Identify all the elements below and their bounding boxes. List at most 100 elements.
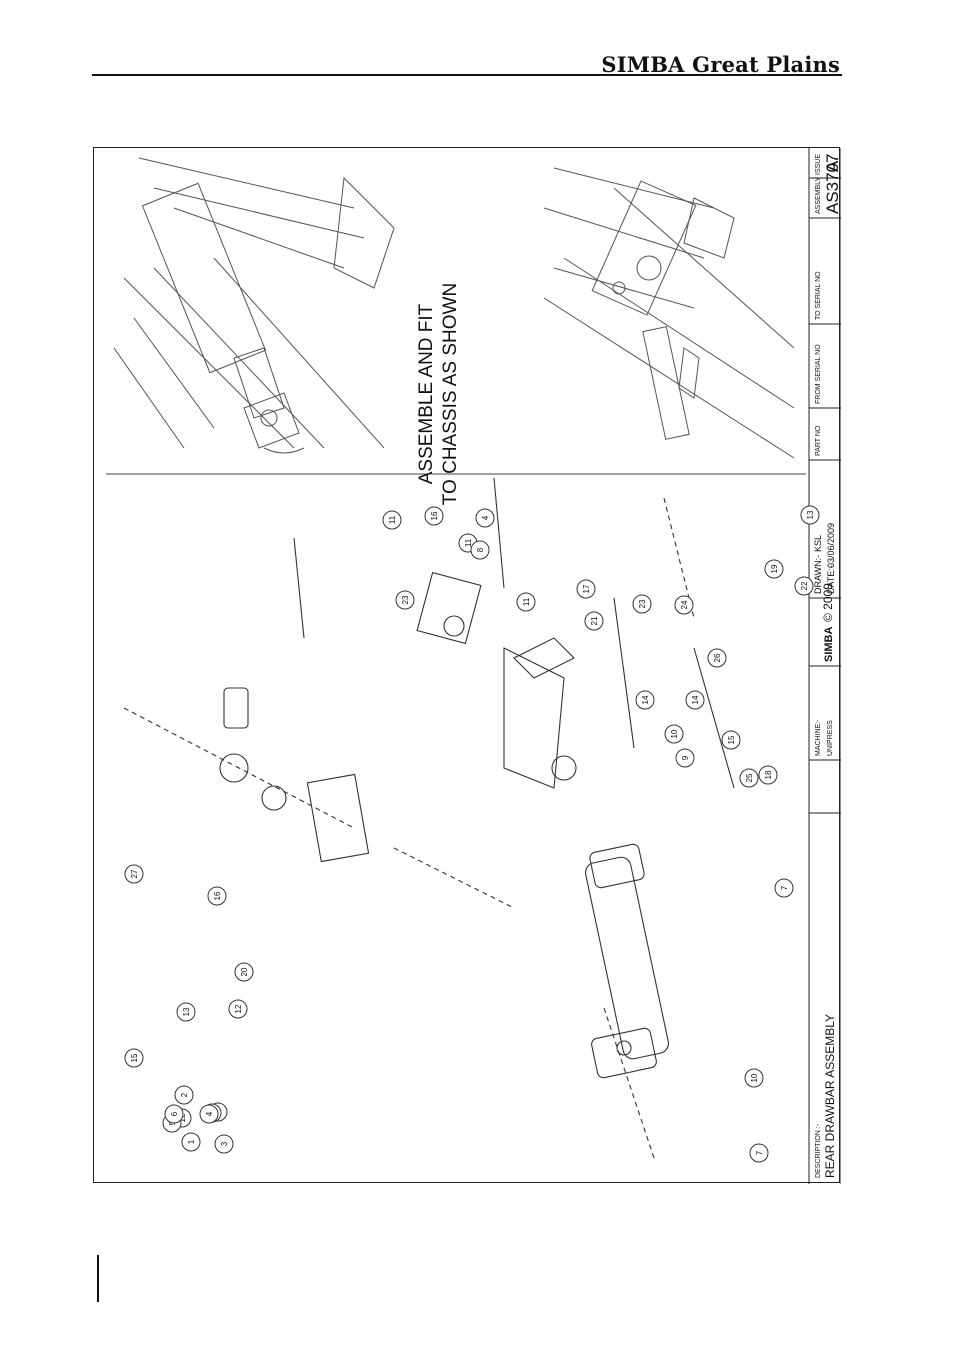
- callout-balloon: [674, 595, 694, 615]
- callout-balloon: [382, 510, 402, 530]
- note-line-2: TO CHASSIS AS SHOWN: [440, 283, 461, 505]
- callout-balloon: [228, 999, 248, 1019]
- date-value: 03/06/2009: [826, 523, 836, 568]
- exploded-parts: [123, 477, 735, 1159]
- copyright: © 2009: [821, 583, 835, 622]
- header-rule: [92, 74, 842, 76]
- callout-balloon: [758, 765, 778, 785]
- callout-balloon: [424, 506, 444, 526]
- callout-number: 23: [638, 599, 647, 608]
- callout-balloon: [181, 1132, 201, 1152]
- callout-balloon: [635, 690, 655, 710]
- callout-balloon: [124, 864, 144, 884]
- callout-number: 1: [187, 1139, 196, 1144]
- from-serial-label: FROM SERIAL NO: [815, 344, 822, 404]
- callout-balloon: [721, 730, 741, 750]
- callout-balloon: [685, 690, 705, 710]
- part-no-label: PART NO: [815, 425, 822, 456]
- callout-balloon: [176, 1002, 196, 1022]
- callout-number: 18: [764, 770, 773, 779]
- callout-number: 12: [234, 1004, 243, 1013]
- callout-number: 21: [590, 616, 599, 625]
- brand-name: SIMBA Great Plains: [601, 52, 840, 77]
- callout-balloon: [470, 540, 490, 560]
- callout-balloon: [174, 1085, 194, 1105]
- callout-number: 13: [806, 510, 815, 519]
- callout-number: 4: [481, 515, 490, 520]
- callout-balloon: [516, 592, 536, 612]
- callout-balloon: [199, 1104, 219, 1124]
- callout-number: 11: [464, 538, 473, 547]
- drawn-label: DRAWN:-: [813, 555, 823, 594]
- callout-number: 16: [430, 511, 439, 520]
- machine-label: MACHINE:-: [815, 719, 822, 756]
- installed-view-left: [113, 157, 395, 454]
- page-side-mark: [97, 1255, 99, 1302]
- callout-number: 11: [522, 597, 531, 606]
- to-serial-label: TO SERIAL NO: [815, 271, 822, 320]
- callout-balloon: [164, 1104, 184, 1124]
- callout-number: 11: [388, 515, 397, 524]
- callout-balloon: [675, 748, 695, 768]
- callout-number: 23: [401, 595, 410, 604]
- callout-balloon: [774, 878, 794, 898]
- callout-balloon: [749, 1143, 769, 1163]
- callout-balloon: [214, 1134, 234, 1154]
- callout-balloon: [584, 611, 604, 631]
- callout-number: 19: [770, 564, 779, 573]
- callout-number: 7: [755, 1150, 764, 1155]
- callout-number: 20: [240, 967, 249, 976]
- assembly-value: AS3707: [823, 154, 841, 215]
- callout-balloon: [576, 579, 596, 599]
- callout-balloon: [707, 648, 727, 668]
- callout-number: 8: [476, 547, 485, 552]
- callout-number: 10: [670, 729, 679, 738]
- callout-number: 2: [180, 1092, 189, 1097]
- description-value: REAR DRAWBAR ASSEMBLY: [823, 1014, 837, 1178]
- title-block-text: DESCRIPTION :- REAR DRAWBAR ASSEMBLY MAC…: [813, 154, 841, 1179]
- callout-balloon: [739, 768, 759, 788]
- description-label: DESCRIPTION :-: [815, 1123, 822, 1178]
- callout-balloon: [475, 508, 495, 528]
- callout-balloon: [800, 505, 820, 525]
- drawn-value: KSL: [813, 535, 823, 552]
- callout-number: 13: [182, 1007, 191, 1016]
- callout-number: 27: [130, 869, 139, 878]
- callout-balloon: [794, 576, 814, 596]
- assembly-label: ASSEMBLY: [815, 176, 822, 214]
- callout-number: 14: [691, 695, 700, 704]
- callout-number: 3: [220, 1141, 229, 1146]
- callout-number: 14: [641, 695, 650, 704]
- title-block: [808, 148, 841, 1184]
- callout-number: 25: [745, 773, 754, 782]
- callout-number: 16: [213, 891, 222, 900]
- callout-balloon: [664, 724, 684, 744]
- callout-balloon: [764, 559, 784, 579]
- callout-number: 7: [780, 885, 789, 890]
- callout-number: 10: [750, 1073, 759, 1082]
- callout-balloon: [234, 962, 254, 982]
- callout-number: 22: [800, 581, 809, 590]
- callout-number: 26: [713, 653, 722, 662]
- callout-balloon: [207, 886, 227, 906]
- callout-number: 15: [727, 735, 736, 744]
- callout-number: 17: [582, 584, 591, 593]
- callout-number: 9: [681, 755, 690, 760]
- callout-balloon: [124, 1048, 144, 1068]
- callout-balloon: [744, 1068, 764, 1088]
- callout-number: 15: [130, 1053, 139, 1062]
- callout-number: 6: [170, 1111, 179, 1116]
- issue-value: A: [823, 160, 841, 172]
- logo-text: SIMBA: [823, 627, 835, 663]
- callout-number: 4: [205, 1111, 214, 1116]
- callout-balloon: [632, 594, 652, 614]
- note-line-1: ASSEMBLE AND FIT: [416, 303, 437, 484]
- installed-view-right: [543, 167, 795, 459]
- callout-balloon: [395, 590, 415, 610]
- date-label: DATE:-: [826, 565, 836, 594]
- machine-value: UNIPRESS: [827, 720, 834, 756]
- issue-label: ISSUE: [815, 154, 822, 175]
